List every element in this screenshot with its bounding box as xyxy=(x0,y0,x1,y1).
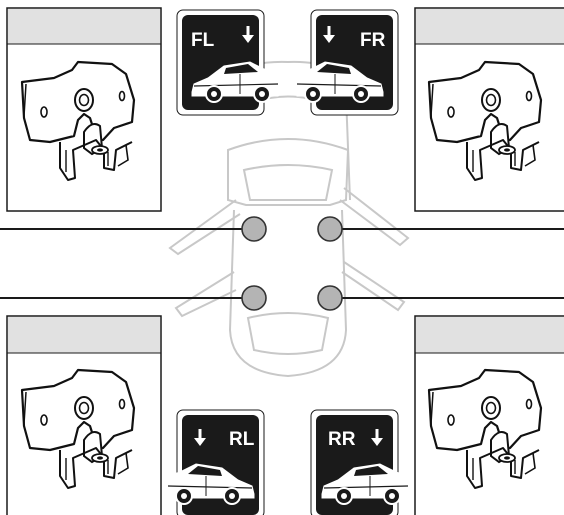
hinge-location-dots xyxy=(241,216,343,311)
panel-top-right xyxy=(414,7,564,212)
badge-rear-right: RR xyxy=(310,409,409,515)
badge-front-right: FR xyxy=(296,9,399,116)
badge-label-fr: FR xyxy=(360,30,386,51)
panel-top-left xyxy=(6,7,162,212)
panel-bottom-left xyxy=(6,315,162,515)
hinge-dot-rr xyxy=(317,285,343,311)
badge-front-left: FL xyxy=(176,9,279,116)
panel-bottom-right xyxy=(414,315,564,515)
hinge-dot-rl xyxy=(241,285,267,311)
hinge-dot-fr xyxy=(317,216,343,242)
badge-rear-left: RL xyxy=(167,409,265,515)
hinge-dot-fl xyxy=(241,216,267,242)
badge-label-rl: RL xyxy=(229,429,255,450)
leader-lines xyxy=(0,228,564,299)
badge-label-fl: FL xyxy=(191,30,215,51)
badge-label-rr: RR xyxy=(328,429,356,450)
